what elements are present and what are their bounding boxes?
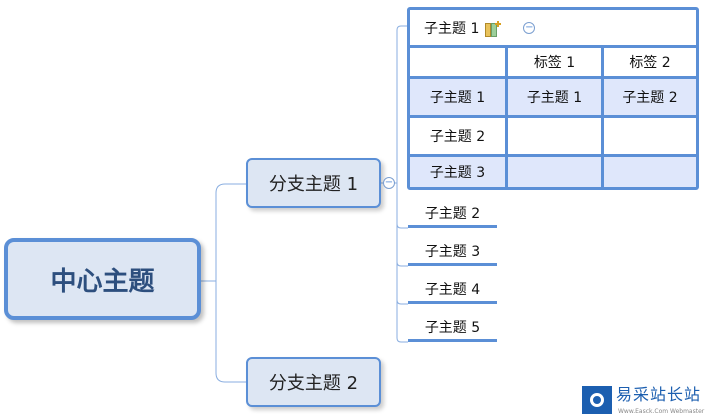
matrix-add-icon[interactable] [485,20,502,37]
matrix-row-header[interactable]: 子主题 2 [410,118,505,154]
matrix-cell[interactable] [604,157,696,187]
matrix-cell[interactable] [508,157,601,187]
matrix-column-header [410,48,505,76]
branch-topic-1[interactable]: 分支主题 1 [246,158,381,208]
branch-label: 分支主题 2 [268,373,359,394]
collapse-button[interactable]: − [383,177,395,189]
collapse-icon: − [525,21,534,33]
collapse-icon: − [384,177,394,188]
watermark-name: 易采站长站 [616,385,702,404]
subtopic-4[interactable]: 子主题 4 [408,281,497,304]
watermark-logo: 易采站长站 Www.Easck.Com Webmaster [582,385,716,418]
matrix-cell[interactable] [508,118,601,154]
branch-topic-2[interactable]: 分支主题 2 [246,357,381,407]
subtopic-5[interactable]: 子主题 5 [408,319,497,342]
subtopic-2[interactable]: 子主题 2 [408,205,497,228]
matrix-cell[interactable] [604,118,696,154]
matrix-cell[interactable]: 子主题 1 [508,79,601,115]
matrix-column-header[interactable]: 标签 2 [604,48,696,76]
matrix-row-header[interactable]: 子主题 1 [410,79,505,115]
matrix-topic[interactable]: 子主题 1 − 标签 1 标签 2 子主题 1 子主题 1 子主题 2 子主题 … [407,7,699,190]
matrix-collapse-button[interactable]: − [523,21,536,34]
watermark-url: Www.Easck.Com Webmaster [618,408,705,415]
matrix-cell[interactable]: 子主题 2 [604,79,696,115]
matrix-column-header[interactable]: 标签 1 [508,48,601,76]
matrix-row-header[interactable]: 子主题 3 [410,157,505,187]
logo-icon [582,386,612,414]
central-topic-label: 中心主题 [50,266,155,297]
matrix-header[interactable]: 子主题 1 − [410,10,696,45]
central-topic[interactable]: 中心主题 [4,238,201,320]
subtopic-3[interactable]: 子主题 3 [408,243,497,266]
matrix-title: 子主题 1 [424,20,480,37]
branch-label: 分支主题 1 [268,174,359,195]
